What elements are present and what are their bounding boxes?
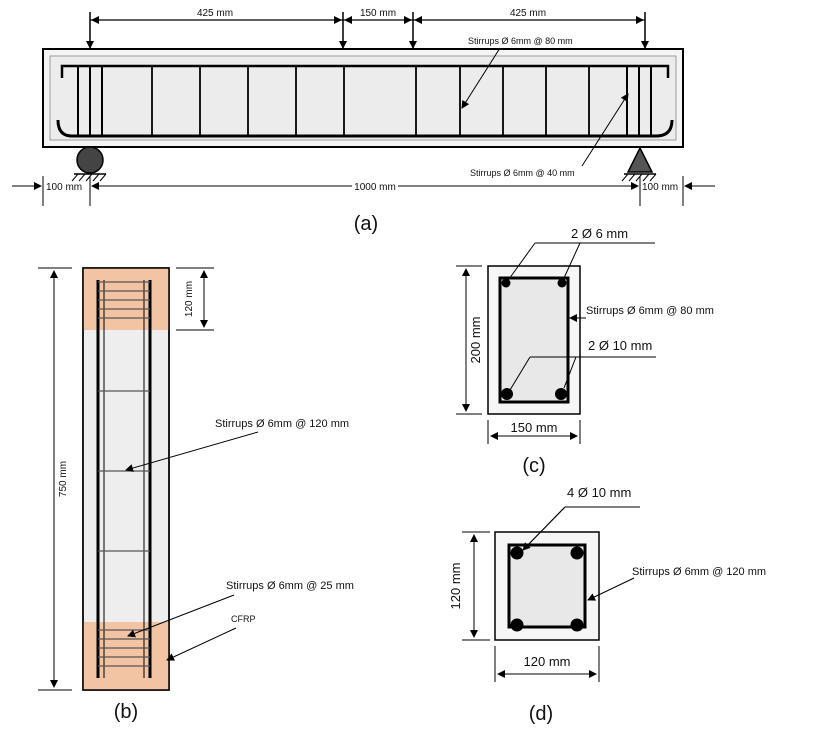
caption-a: (a) xyxy=(354,213,378,235)
dim-150: 150 mm xyxy=(360,8,396,19)
dim-750: 750 mm xyxy=(58,461,69,497)
bar-bottom-right xyxy=(555,388,567,400)
caption-b: (b) xyxy=(114,701,138,723)
roller-support xyxy=(76,146,104,174)
dim-425-left: 425 mm xyxy=(197,8,233,19)
label-stirrups-end: Stirrups Ø 6mm @ 40 mm xyxy=(470,168,575,178)
column-section-stirrup xyxy=(507,543,587,629)
bar-top-left xyxy=(501,278,511,288)
panel-b-column-elevation: 750 mm 120 mm Stirrups Ø 6mm @ 120 mm St… xyxy=(38,267,354,723)
bar-d-bottom-right xyxy=(570,618,584,632)
label-2-phi-10: 2 Ø 10 mm xyxy=(588,338,652,353)
dim-120-wrap: 120 mm xyxy=(184,281,195,317)
bar-d-top-left xyxy=(510,546,524,560)
stirrups-dense-top xyxy=(98,281,150,319)
top-longitudinal-bar xyxy=(60,64,670,78)
pin-support xyxy=(626,146,654,173)
dim-1000: 1000 mm xyxy=(354,182,396,193)
label-stirrups-120: Stirrups Ø 6mm @ 120 mm xyxy=(215,418,349,430)
cfrp-wrap-bottom xyxy=(83,622,169,690)
dim-120-vertical: 120 mm xyxy=(448,563,463,610)
dim-120-horizontal: 120 mm xyxy=(524,654,571,669)
label-stirrups-80: Stirrups Ø 6mm @ 80 mm xyxy=(586,305,714,317)
bar-top-right xyxy=(557,278,567,288)
panel-c-beam-section: 2 Ø 6 mm Stirrups Ø 6mm @ 80 mm 2 Ø 10 m… xyxy=(456,226,714,477)
bar-d-top-right xyxy=(570,546,584,560)
caption-d: (d) xyxy=(529,703,553,725)
stirrups-dense-bottom xyxy=(98,629,150,667)
label-stirrups-mid: Stirrups Ø 6mm @ 80 mm xyxy=(468,36,573,46)
stirrups-sparse-mid xyxy=(98,390,150,552)
stirrups-end-left xyxy=(77,66,103,136)
bar-d-bottom-left xyxy=(510,618,524,632)
dim-200: 200 mm xyxy=(468,317,483,364)
dim-100-left: 100 mm xyxy=(46,182,82,193)
caption-c: (c) xyxy=(522,455,545,477)
stirrups-middle xyxy=(151,66,590,136)
beam-section-stirrup xyxy=(498,276,570,404)
bar-bottom-left xyxy=(501,388,513,400)
panel-a-beam-elevation: 425 mm 150 mm 425 mm xyxy=(12,8,715,235)
label-cfrp: CFRP xyxy=(231,614,256,624)
bottom-longitudinal-bar xyxy=(56,119,674,138)
label-4-phi-10: 4 Ø 10 mm xyxy=(567,485,631,500)
dim-425-right: 425 mm xyxy=(510,8,546,19)
label-stirrups-25: Stirrups Ø 6mm @ 25 mm xyxy=(226,580,354,592)
label-2-phi-6: 2 Ø 6 mm xyxy=(571,226,628,241)
dim-150-section: 150 mm xyxy=(511,420,558,435)
label-stirrups-120-d: Stirrups Ø 6mm @ 120 mm xyxy=(632,566,766,578)
panel-d-column-section: 4 Ø 10 mm Stirrups Ø 6mm @ 120 mm 120 mm… xyxy=(448,485,766,725)
cfrp-wrap-top xyxy=(83,268,169,330)
dim-100-right: 100 mm xyxy=(642,182,678,193)
